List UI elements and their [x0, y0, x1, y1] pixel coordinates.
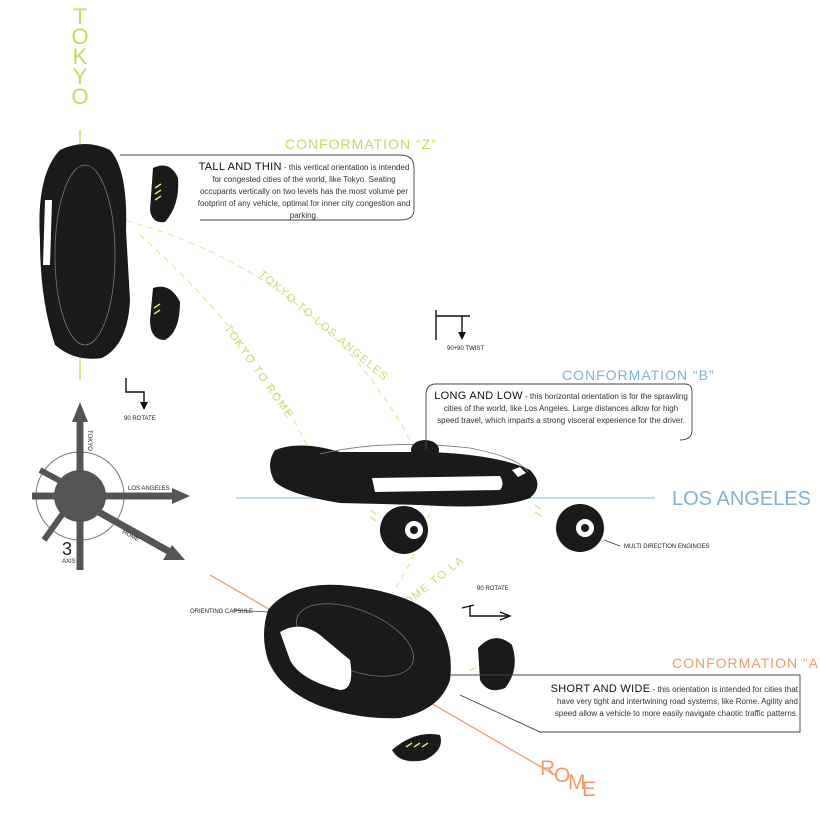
axis-la-label: LOS ANGELES — [128, 486, 170, 492]
route-label-tokyo-la: TOKYO TO LOS ANGELES — [256, 268, 391, 384]
capsule-label: ORIENTING CAPSULE — [190, 609, 253, 615]
conformation-b-title: CONFORMATION “B” — [562, 367, 715, 383]
rome-label: ROME — [540, 757, 596, 801]
callout-a-box — [450, 674, 801, 733]
tokyo-letter: K — [73, 44, 88, 69]
wheel-b-2 — [534, 504, 604, 552]
conformation-a-title: CONFORMATION “A” — [672, 655, 820, 671]
wheel-b-1 — [369, 506, 428, 554]
tokyo-letter: O — [71, 84, 88, 109]
conformation-b-description: LONG AND LOW - this horizontal orientati… — [432, 390, 690, 427]
three-axis-compass — [32, 402, 190, 570]
callout-b-box — [425, 383, 693, 450]
la-label: LOS ANGELES — [672, 488, 811, 510]
axis-unit: AXIS — [62, 559, 76, 565]
conformation-a-lead: SHORT AND WIDE — [550, 683, 651, 695]
rotate-z-arrow-icon — [125, 378, 148, 410]
vehicle-b — [270, 440, 538, 507]
rotate-a-label: 90 ROTATE — [477, 586, 509, 592]
rome-letter: O — [554, 764, 570, 787]
tokyo-letter: T — [73, 4, 86, 29]
twist-b-arrow-icon — [435, 310, 470, 340]
engines-leader — [603, 539, 621, 547]
wheel-z-lower — [150, 286, 180, 340]
conformation-z-title: CONFORMATION “Z” — [285, 136, 437, 152]
capsule-leader — [232, 609, 269, 613]
axis-tokyo-label: TOKYO — [86, 430, 92, 451]
svg-text:TOKYO: TOKYO — [71, 4, 88, 109]
conformation-a-text: - this orientation is intended for citie… — [554, 685, 798, 718]
wheel-a-right — [469, 638, 515, 691]
rome-letter: R — [540, 757, 555, 780]
conformation-b-lead: LONG AND LOW — [434, 390, 523, 402]
route-tokyo-la — [104, 214, 421, 461]
conformation-z-text: - this vertical orientation is intended … — [197, 163, 411, 220]
rome-letter: M — [568, 771, 586, 794]
svg-text:ROME: ROME — [540, 757, 596, 801]
conformation-b-text: - this horizontal orientation is for the… — [437, 392, 688, 425]
tokyo-letter: O — [71, 24, 88, 49]
vehicle-a — [264, 584, 451, 719]
wheel-z-upper — [150, 165, 179, 223]
engines-label: MULTI DIRECTION ENGINGES — [624, 544, 710, 550]
rome-letter: E — [582, 778, 596, 801]
callout-z-box — [120, 154, 415, 221]
conformation-a-description: SHORT AND WIDE - this orientation is int… — [548, 683, 798, 720]
rotate-z-label: 90 ROTATE — [124, 416, 156, 422]
axis-number: 3 — [62, 539, 72, 559]
conformation-z-description: TALL AND THIN - this vertical orientatio… — [196, 161, 412, 222]
vehicle-z — [39, 144, 130, 359]
conformation-z-lead: TALL AND THIN — [198, 161, 282, 173]
route-label-tokyo-rome: TOKYO TO ROME — [222, 323, 296, 421]
tokyo-letter: Y — [73, 64, 88, 89]
twist-b-label: 90+90 TWIST — [447, 346, 484, 352]
rotate-a-arrow-icon — [461, 604, 512, 621]
wheel-a-lower — [392, 734, 441, 762]
